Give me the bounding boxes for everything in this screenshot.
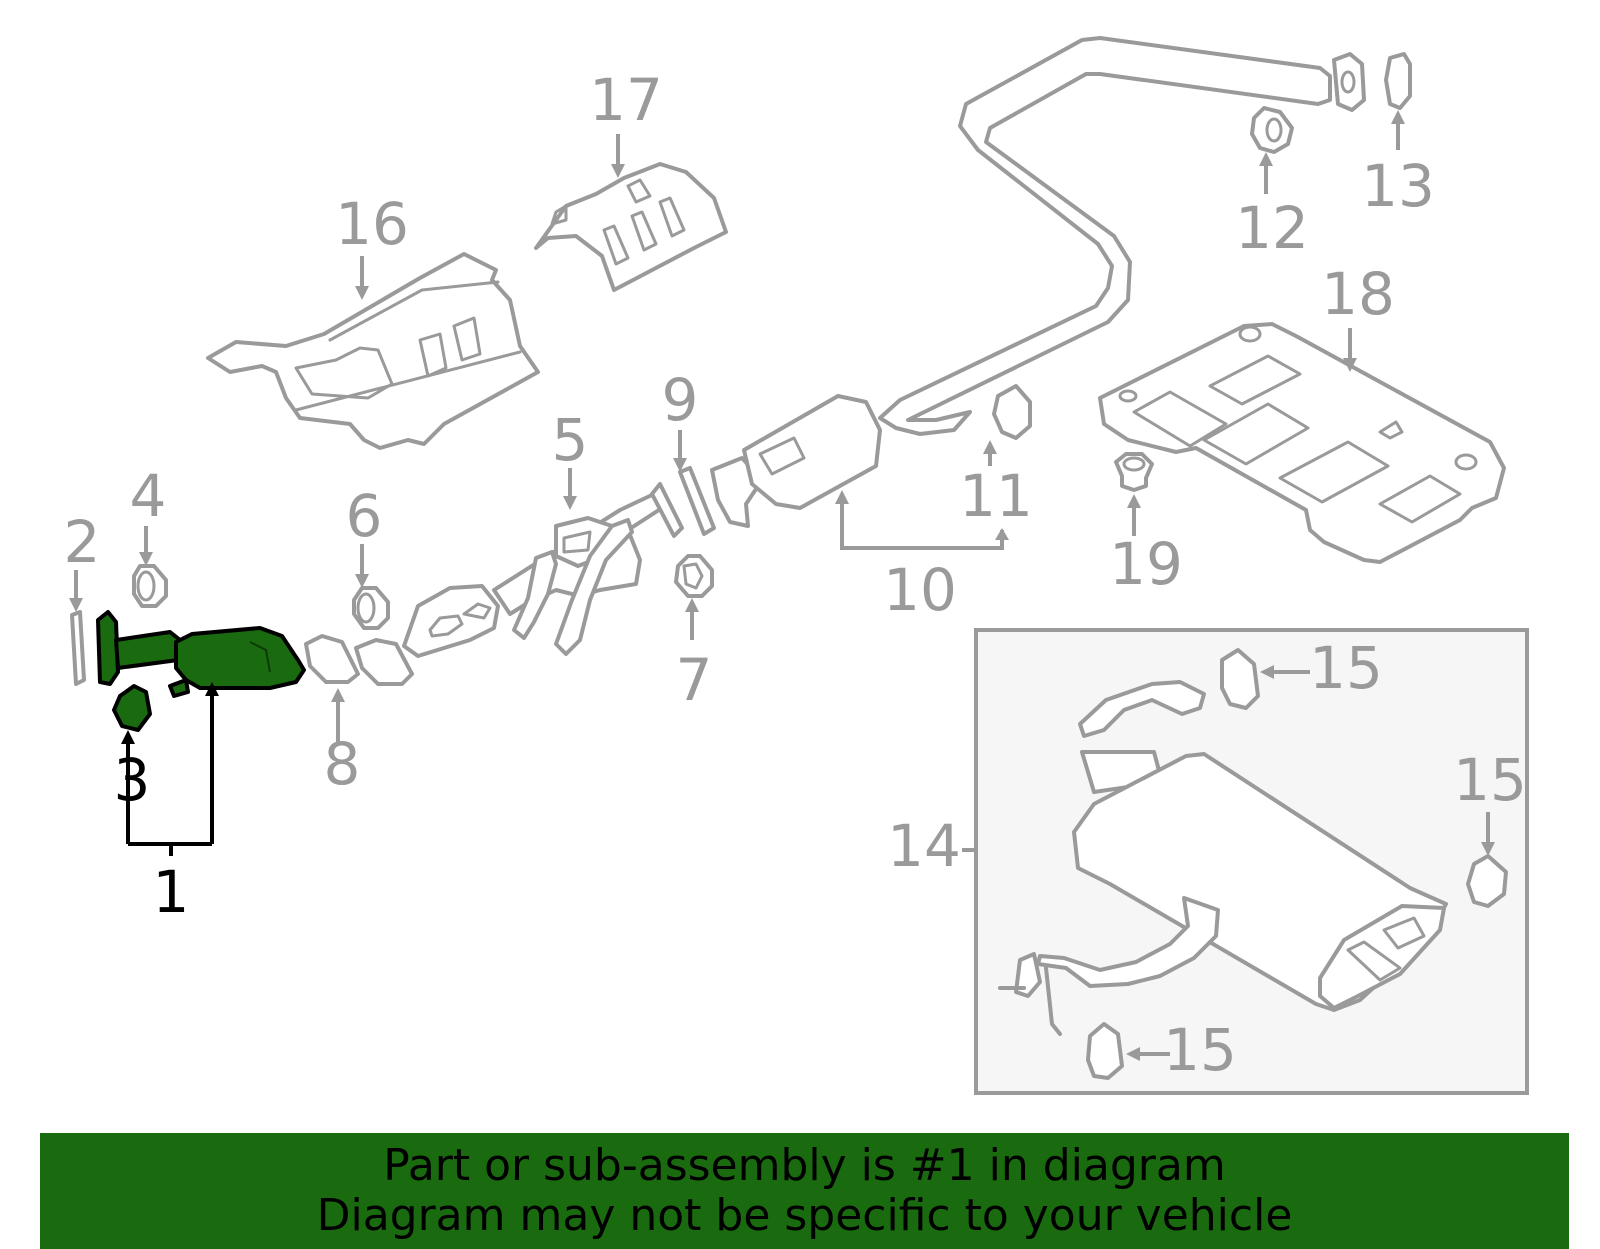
part-7-nut[interactable] [674,554,714,598]
callout-19: 19 [1109,530,1183,598]
part-6-nut[interactable] [352,586,390,630]
part-19-clip[interactable] [1114,452,1154,492]
info-banner: Part or sub-assembly is #1 in diagram Di… [40,1133,1569,1249]
callout-17: 17 [589,66,663,134]
part-17-heat-shield[interactable] [534,162,728,292]
callout-16: 16 [335,190,409,258]
part-16-heat-shield[interactable] [206,252,540,450]
callout-6: 6 [346,482,383,550]
callout-10: 10 [883,556,957,624]
callout-7: 7 [676,646,713,714]
part-15-hanger-a[interactable] [1220,648,1260,710]
callout-15a: 15 [1309,634,1383,702]
callout-12: 12 [1235,194,1309,262]
callout-15b: 15 [1453,746,1527,814]
callout-5: 5 [552,406,589,474]
callout-1: 1 [153,858,190,926]
callout-11: 11 [959,462,1033,530]
banner-line-2: Diagram may not be specific to your vehi… [316,1190,1293,1241]
callout-3: 3 [114,746,151,814]
banner-line-1: Part or sub-assembly is #1 in diagram [383,1140,1226,1191]
callout-15c: 15 [1163,1016,1237,1084]
part-8-gasket[interactable] [304,634,414,686]
part-2-gasket[interactable] [70,610,86,686]
part-1-catalytic-converter[interactable] [96,610,306,698]
callout-18: 18 [1321,260,1395,328]
arrow-part-10 [835,490,849,504]
part-4-nut[interactable] [132,564,168,608]
part-5-front-pipe[interactable] [402,482,684,658]
part-9-gasket[interactable] [678,466,716,536]
callout-13: 13 [1361,152,1435,220]
arrow-part-1 [205,682,219,696]
leader-part-1 [126,694,214,856]
part-11-hanger[interactable] [992,384,1032,440]
callout-2: 2 [64,508,101,576]
callout-14: 14 [887,812,961,880]
part-13-gasket[interactable] [1384,52,1412,110]
part-15-hanger-c[interactable] [1086,1022,1124,1080]
part-3-heat-shield-nut[interactable] [112,684,152,732]
arrow-part-3 [121,730,135,744]
callout-9: 9 [662,366,699,434]
part-12-nut[interactable] [1250,106,1294,154]
part-18-under-cover[interactable] [1098,322,1506,564]
part-14-rear-muffler[interactable] [998,680,1448,1036]
part-10-center-pipe[interactable] [710,36,1366,528]
callout-8: 8 [324,730,361,798]
callout-4: 4 [130,462,167,530]
part-15-hanger-b[interactable] [1466,854,1508,908]
arrow-part-10b [995,528,1009,540]
